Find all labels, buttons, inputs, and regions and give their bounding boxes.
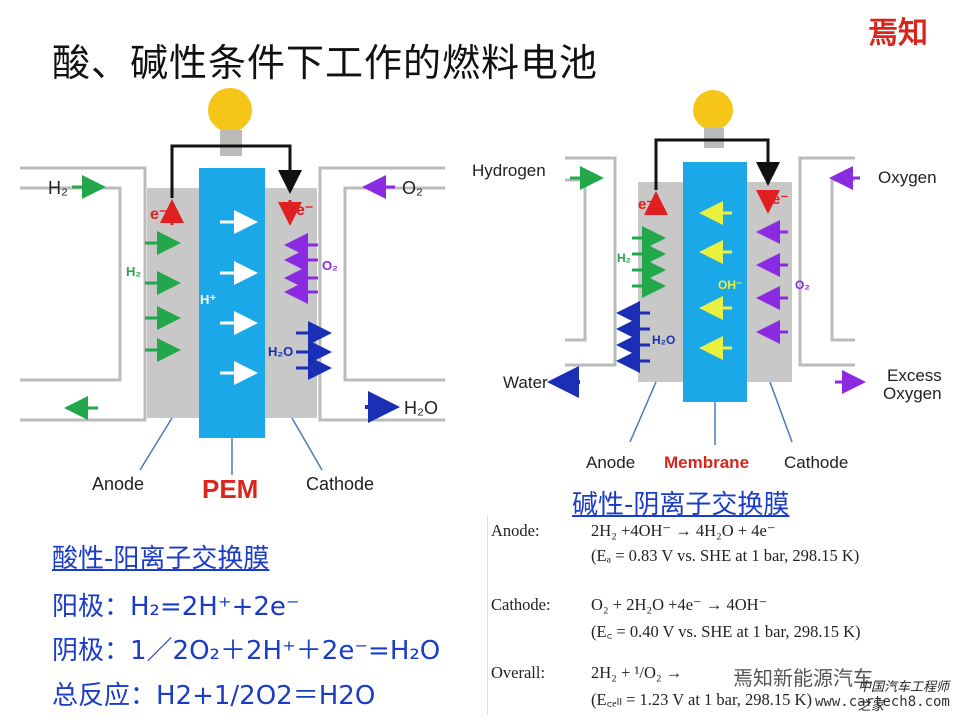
circuit-wire [654, 138, 780, 190]
eq-anode-label: Anode: [491, 521, 540, 540]
acid-cathode-reaction: 阴极：1／2O₂＋2H⁺＋2e⁻=H₂O [52, 636, 441, 666]
alkaline-heading: 碱性-阴离子交换膜 [572, 490, 790, 520]
acid-heading: 酸性-阳离子交换膜 [52, 544, 270, 574]
h2-inlet-label: H₂ [48, 178, 68, 198]
oxygen-label: Oxygen [878, 168, 937, 187]
excess-label: Excess [887, 366, 942, 385]
o2-inlet-label: O₂ [402, 178, 423, 198]
bulb-icon [693, 90, 733, 130]
hydrogen-label: Hydrogen [472, 161, 546, 180]
electron-left-label: e⁻ [150, 206, 168, 223]
anode-electrode [147, 188, 199, 418]
eq-cathode: O₂ + 2H₂O +4e⁻ → 4OH⁻ [591, 595, 768, 614]
o2-inner-label: O₂ [322, 258, 338, 273]
anode-label: Anode [586, 453, 636, 472]
cathode-electrode [747, 182, 792, 382]
oh-inner-label: OH⁻ [718, 278, 743, 292]
membrane-label: Membrane [664, 453, 750, 472]
cathode-housing [343, 186, 445, 382]
h-plus-label: H⁺ [200, 292, 217, 307]
alkaline-fuel-cell-diagram [547, 90, 866, 445]
electron-right-label: e⁻ [772, 191, 789, 208]
anode-housing [20, 186, 122, 382]
cathode-electrode [265, 188, 317, 418]
acid-fuel-cell-diagram [20, 88, 445, 475]
alkaline-equations-panel: Anode: 2H₂ +4OH⁻ → 4H₂O + 4e⁻ (Eₐ = 0.83… [487, 515, 945, 715]
eq-overall: 2H₂ + ¹/O₂ → [591, 663, 683, 682]
h2o-inner-label: H₂O [268, 344, 294, 359]
eq-anode: 2H₂ +4OH⁻ → 4H₂O + 4e⁻ [591, 521, 776, 540]
eq-cathode-label: Cathode: [491, 595, 551, 614]
eq-anode-cond: (Eₐ = 0.83 V vs. SHE at 1 bar, 298.15 K) [591, 546, 860, 565]
h2-inner-label: H₂ [126, 264, 142, 279]
anode-label: Anode [92, 474, 145, 494]
page-title: 酸、碱性条件下工作的燃料电池 [52, 41, 599, 85]
watermark-site: www.cartech8.com [815, 694, 950, 710]
electron-right-label: e⁻ [296, 202, 314, 219]
acid-overall-reaction: 总反应：H2+1/2O2＝H2O [52, 681, 376, 711]
eq-cathode-cond: (E꜀ = 0.40 V vs. SHE at 1 bar, 298.15 K) [591, 622, 861, 641]
o2-inner-label: O₂ [795, 278, 810, 292]
electron-left-label: e⁻ [638, 196, 655, 213]
pem-label: PEM [202, 474, 259, 504]
cathode-label: Cathode [784, 453, 849, 472]
excess-oxygen-label: Oxygen [883, 384, 942, 403]
h2-inner-label: H₂ [617, 251, 631, 265]
watermark-text: 焉知新能源汽车 [733, 666, 873, 690]
cathode-label: Cathode [306, 474, 375, 494]
eq-overall-label: Overall: [491, 663, 546, 682]
acid-anode-reaction: 阳极：H₂=2H⁺+2e⁻ [52, 592, 300, 622]
watermark-brand: 中国汽车工程师之家 [858, 680, 950, 714]
eq-overall-cond: (E꜀ₑₗₗ = 1.23 V at 1 bar, 298.15 K) [591, 690, 812, 709]
brand-logo: 焉知 [868, 16, 928, 51]
h2o-inner-label: H₂O [652, 333, 676, 347]
circuit-wire [170, 144, 302, 198]
bulb-icon [208, 88, 252, 132]
h2o-outlet-label: H₂O [404, 398, 438, 418]
water-label: Water [503, 373, 548, 392]
